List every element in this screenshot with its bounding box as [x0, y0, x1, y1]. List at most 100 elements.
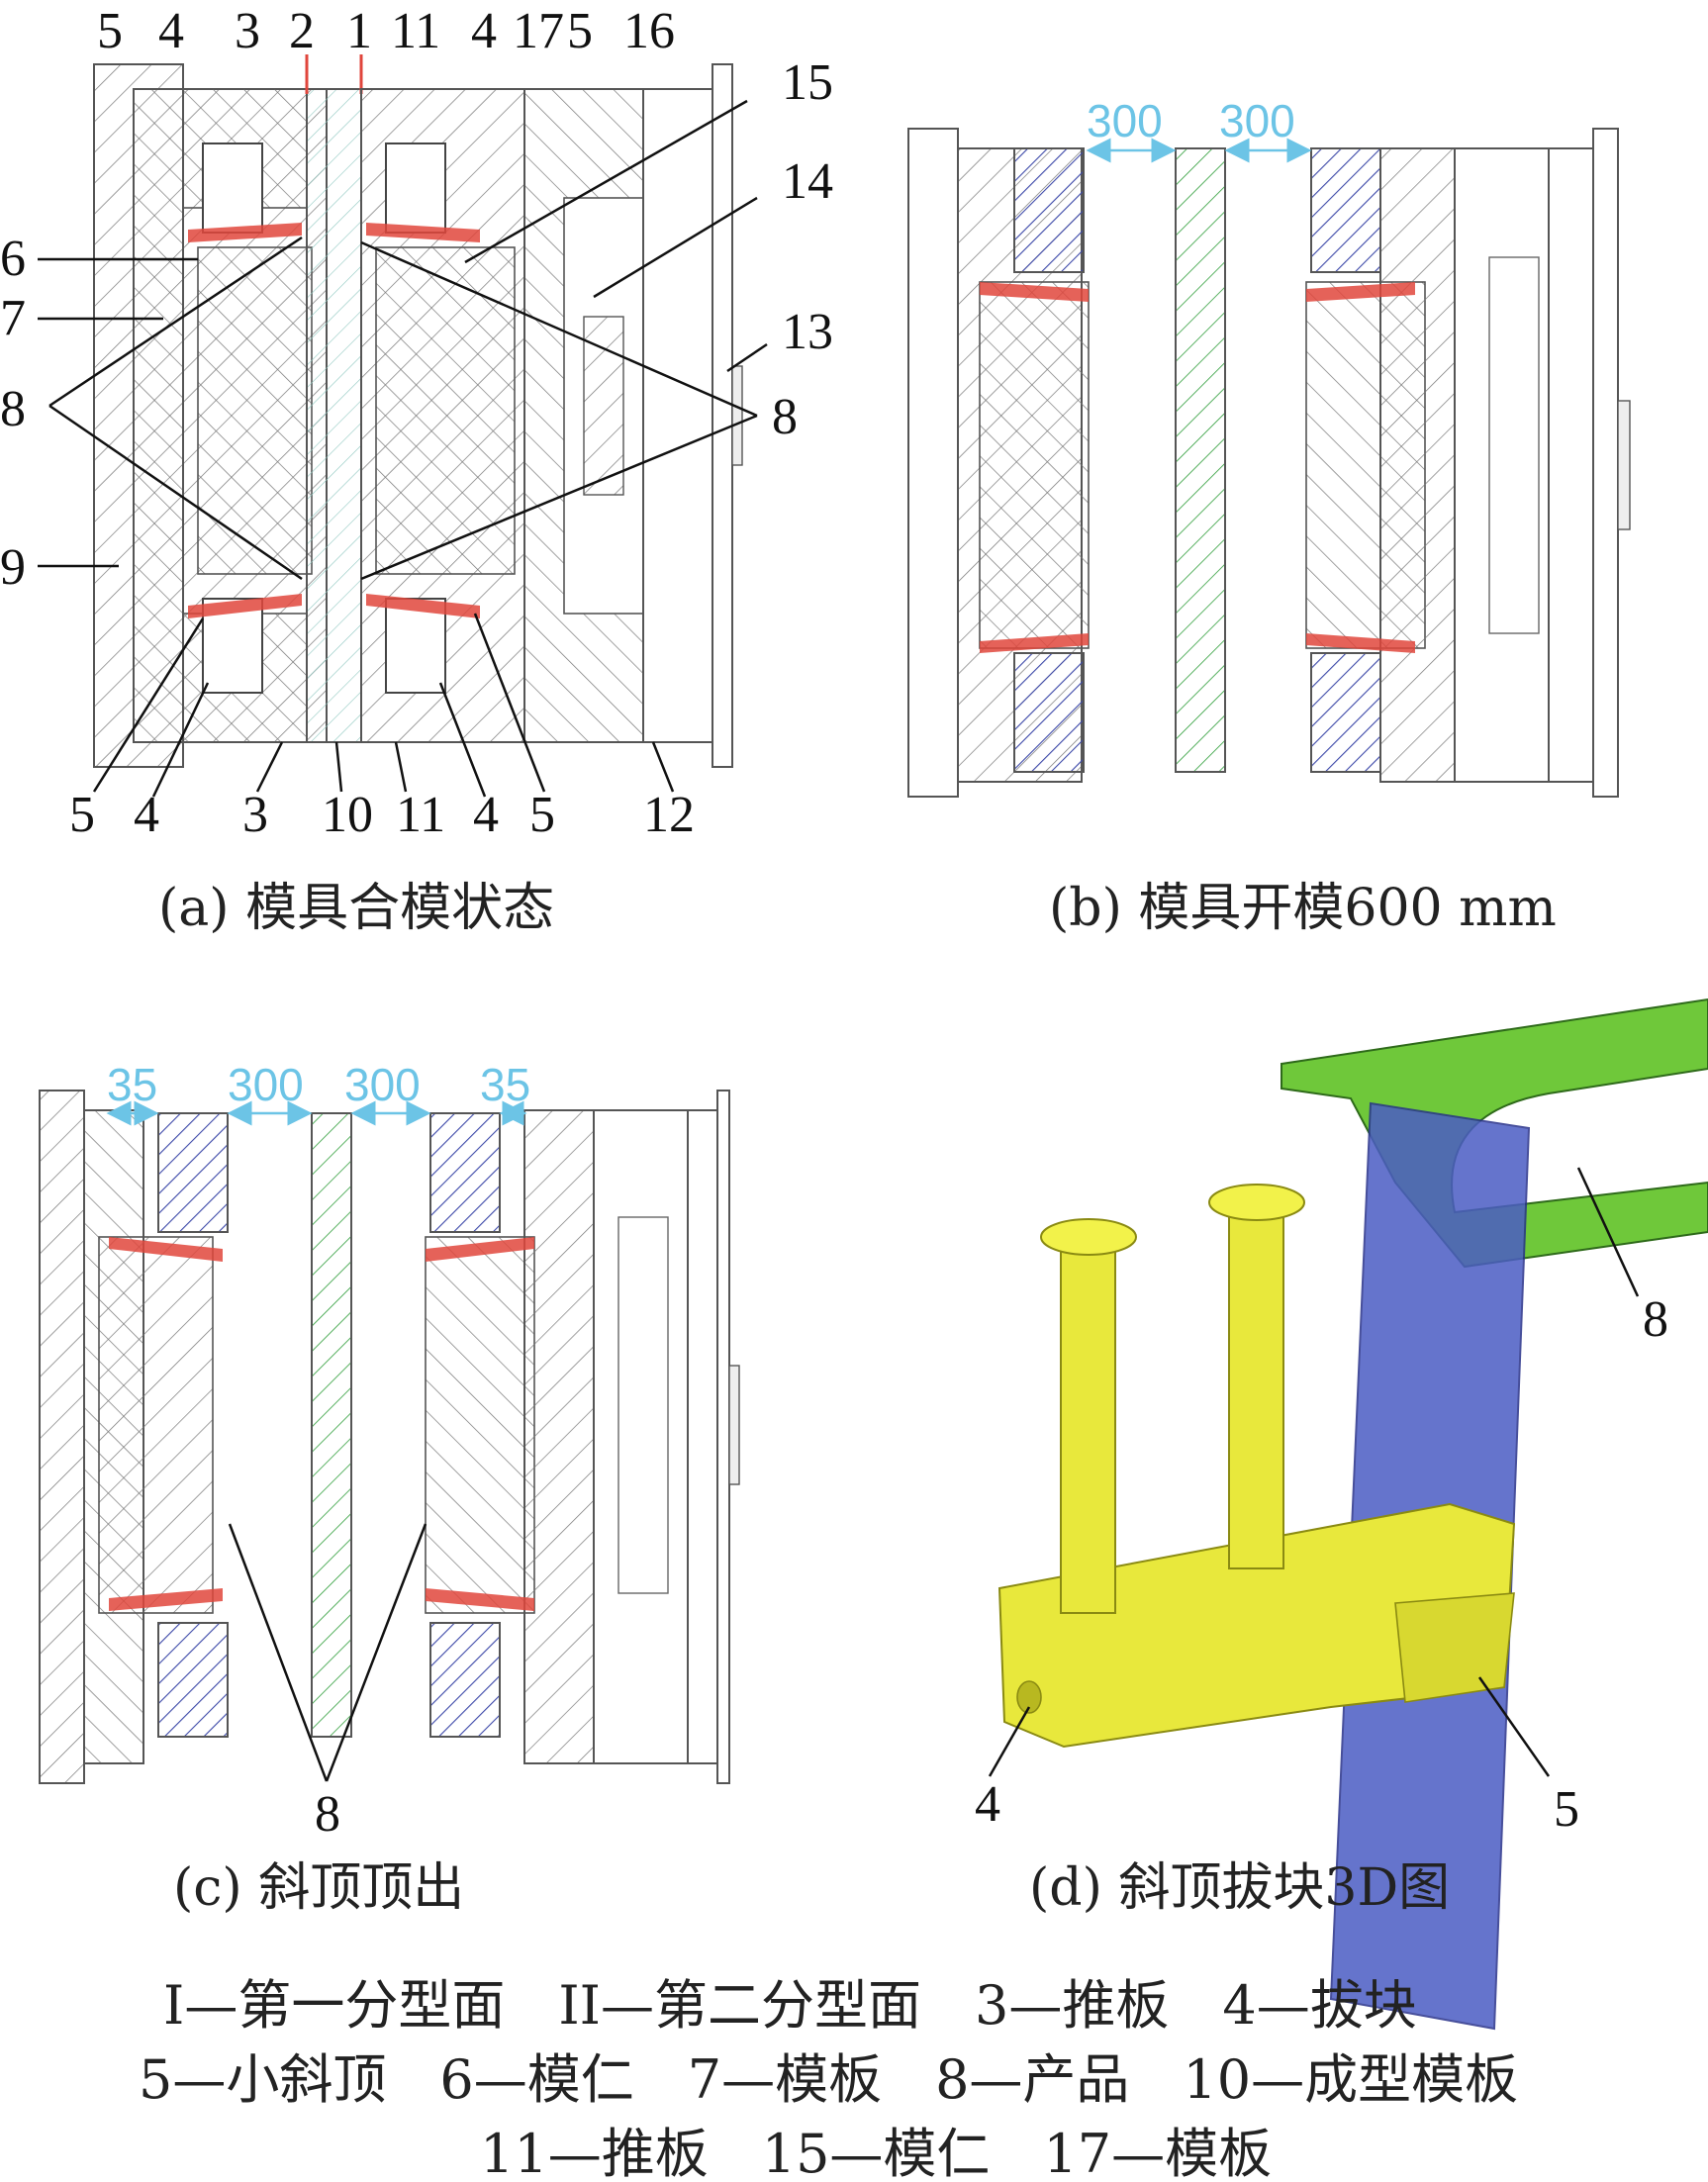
c-product-tl [109, 1237, 223, 1262]
leader-12 [651, 741, 675, 793]
b-blue-insert-tr [1310, 147, 1381, 273]
leader-a-bot-4 [151, 682, 210, 798]
callout-a-top-2: 2 [289, 3, 315, 59]
b-locator [1617, 400, 1631, 530]
leader-a-bot-5 [92, 617, 205, 793]
callout-a-top-17: 17 [513, 3, 564, 59]
d-leader-8 [1576, 1167, 1640, 1297]
puller-block-4-br [385, 598, 446, 694]
caption-a: (a) 模具合模状态 [158, 879, 554, 938]
c-ejector-box [617, 1216, 669, 1594]
d-leader-5 [1477, 1676, 1551, 1777]
ejector-block [583, 316, 624, 496]
c-core-left [98, 1236, 214, 1614]
panel-a-closed-mold: 5 4 3 2 1 11 4 17 5 16 15 14 13 6 7 8 9 … [0, 3, 833, 938]
d-bolt-right [1228, 1201, 1284, 1569]
b-blue-insert-tl [1013, 147, 1085, 273]
b-product-bl [980, 633, 1089, 653]
b-dim-300-right: 300 [1219, 95, 1295, 146]
caption-b: (b) 模具开模600 mm [1049, 879, 1557, 938]
legend-line-1: I—第一分型面 II—第二分型面 3—推板 4—拔块 [163, 1974, 1417, 2037]
c-plate-right [523, 1109, 595, 1764]
b-dim-300-left: 300 [1087, 95, 1163, 146]
caption-c: (c) 斜顶顶出 [173, 1858, 464, 1918]
b-product-tr [1306, 282, 1415, 302]
c-locator [728, 1365, 740, 1485]
callout-a-7: 7 [0, 290, 26, 346]
b-blue-insert-bl [1013, 652, 1085, 773]
callout-a-bot-5: 5 [69, 787, 95, 843]
callout-a-bot-12: 12 [643, 787, 695, 843]
product-red-br [366, 594, 480, 618]
c-product-bl [109, 1588, 223, 1611]
c-leader-8-right [325, 1523, 427, 1782]
callout-a-top-5b: 5 [567, 3, 593, 59]
leader-8-left-lower [48, 404, 303, 581]
forming-plate-10 [306, 88, 362, 743]
legend: I—第一分型面 II—第二分型面 3—推板 4—拔块 5—小斜顶 6—模仁 7—… [139, 1974, 1518, 2182]
caption-d: (d) 斜顶拔块3D图 [1029, 1858, 1450, 1918]
b-ejector-box [1488, 256, 1540, 634]
leader-8-right-upper [360, 240, 758, 418]
c-blue-insert-bl [157, 1622, 229, 1738]
product-red-bl [188, 594, 302, 618]
leader-8-right-lower [360, 414, 758, 581]
b-plate-16 [1548, 147, 1594, 783]
callout-a-bot-10: 10 [322, 787, 373, 843]
leader-a-bot-3 [255, 741, 284, 793]
callout-a-top-4: 4 [158, 3, 184, 59]
callout-a-top-4b: 4 [471, 3, 497, 59]
callout-a-top-5: 5 [97, 3, 123, 59]
c-dim-35-left: 35 [107, 1059, 157, 1110]
d-bolt-left [1060, 1236, 1116, 1614]
core-right-insert [375, 246, 516, 575]
callout-a-bot-5b: 5 [529, 787, 555, 843]
callout-a-top-11: 11 [391, 3, 440, 59]
b-clamp-left [907, 128, 959, 798]
c-dim-300-right: 300 [344, 1059, 421, 1110]
callout-a-6: 6 [0, 231, 26, 287]
callout-d-8: 8 [1643, 1291, 1668, 1348]
callout-a-bot-4b: 4 [473, 787, 499, 843]
b-plate-right [1379, 147, 1456, 783]
callout-a-9: 9 [0, 539, 26, 596]
callout-a-top-16: 16 [623, 3, 675, 59]
d-block-hole [1016, 1680, 1042, 1714]
callout-a-8-left: 8 [0, 381, 26, 437]
product-red-tr [366, 223, 480, 242]
leader-15 [464, 99, 748, 264]
c-blue-insert-tl [157, 1112, 229, 1233]
leader-a-bot-10 [334, 741, 343, 793]
callout-d-5: 5 [1554, 1781, 1579, 1838]
d-leader-4 [988, 1706, 1031, 1777]
panel-b-open-mold: 300 300 (b) 模具开模600 mm [907, 95, 1631, 938]
b-product-tl [980, 282, 1089, 302]
callout-d-4: 4 [975, 1776, 1000, 1833]
product-red-tl [188, 223, 302, 242]
callout-a-15: 15 [782, 54, 833, 111]
callout-a-top-1: 1 [346, 3, 372, 59]
leader-a-bot-4b [438, 682, 487, 798]
legend-line-2: 5—小斜顶 6—模仁 7—模板 8—产品 10—成型模板 [139, 2048, 1518, 2111]
b-core-left [979, 281, 1090, 649]
puller-block-4-tl [202, 142, 263, 234]
callout-a-bot-11: 11 [396, 787, 445, 843]
leader-8-left-upper [48, 236, 303, 408]
panel-c-lifter-ejection: 35 300 300 35 8 (c) 斜顶顶出 [39, 1059, 740, 1918]
c-green-plate [311, 1112, 352, 1738]
leader-a-bot-11 [394, 741, 408, 793]
c-clamp-left [39, 1090, 85, 1784]
c-product-tr [426, 1237, 534, 1262]
puller-block-4-tr [385, 142, 446, 234]
c-plate-16 [687, 1109, 718, 1764]
c-product-br [426, 1588, 534, 1611]
d-bolt-head-right [1208, 1184, 1305, 1221]
leader-a-bot-5b [473, 613, 546, 793]
callout-a-14: 14 [782, 153, 833, 210]
leader-14 [593, 196, 758, 299]
callout-a-bot-4: 4 [134, 787, 159, 843]
c-blue-insert-br [429, 1622, 501, 1738]
b-clamp-right [1592, 128, 1619, 798]
c-dim-300-left: 300 [228, 1059, 304, 1110]
